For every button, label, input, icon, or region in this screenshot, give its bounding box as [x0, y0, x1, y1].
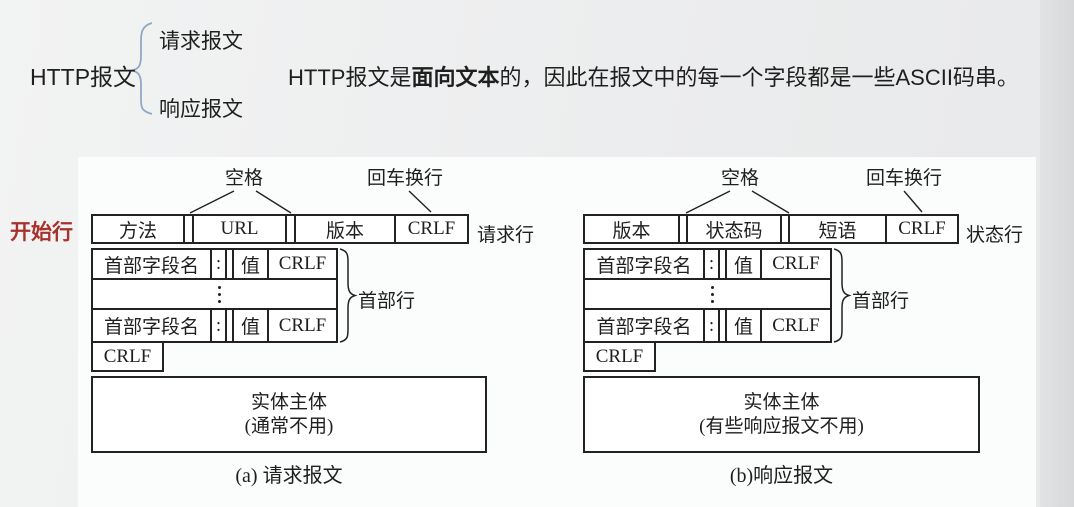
- space-gap-cell: [227, 250, 234, 278]
- value-cell: 值: [727, 310, 762, 341]
- crlf-cell: CRLF: [407, 218, 456, 239]
- status-code-cell: 状态码: [688, 216, 782, 242]
- vertical-ellipsis: [705, 280, 720, 308]
- colon-cell: :: [212, 310, 227, 341]
- crlf-cell: CRLF: [278, 253, 327, 274]
- sentence-post: 的，因此在报文中的每一个字段都是一些ASCII码串。: [499, 65, 1019, 90]
- value-cell: 值: [234, 250, 269, 278]
- ellipsis-row: [93, 280, 336, 310]
- branch-response-message: 响应报文: [159, 98, 243, 121]
- blank-line-crlf-box: CRLF: [91, 341, 164, 372]
- response-header-block: 首部字段名 : 值 CRLF 首部字段名 : 值 CRLF: [583, 248, 832, 343]
- space-gap-cell: [782, 216, 790, 242]
- space-gap-cell: [185, 216, 194, 242]
- crlf-cell: CRLF: [772, 253, 820, 274]
- version-cell: 版本: [585, 216, 680, 242]
- colon-cell: :: [705, 250, 720, 278]
- space-gap-cell: [287, 216, 296, 242]
- intro-sentence: HTTP报文是面向文本的，因此在报文中的每一个字段都是一些ASCII码串。: [288, 60, 1019, 92]
- header-line-row: 首部字段名 : 值 CRLF: [93, 310, 336, 341]
- slide-right-edge: [1040, 0, 1074, 507]
- entity-body-box: 实体主体 (通常不用): [91, 376, 487, 453]
- header-field-cell: 首部字段名: [93, 310, 212, 341]
- header-field-cell: 首部字段名: [585, 250, 705, 278]
- colon-cell: :: [705, 310, 720, 341]
- blank-line-crlf-box: CRLF: [583, 341, 656, 372]
- request-line-row: 方法 URL 版本 CRLF: [91, 214, 469, 244]
- entity-body-box: 实体主体 (有些响应报文不用): [583, 376, 980, 453]
- header-field-cell: 首部字段名: [93, 250, 212, 278]
- url-cell: URL: [194, 216, 287, 242]
- response-caption: (b)响应报文: [729, 465, 834, 487]
- sentence-pre: HTTP报文是: [288, 65, 412, 90]
- method-cell: 方法: [93, 216, 185, 242]
- vertical-ellipsis: [212, 280, 227, 308]
- header-field-cell: 首部字段名: [585, 310, 705, 341]
- crlf-cell: CRLF: [772, 314, 820, 336]
- request-header-block: 首部字段名 : 值 CRLF 首部字段名 : 值 CRLF: [91, 248, 338, 343]
- space-label: 空格: [721, 168, 760, 189]
- status-line-row: 版本 状态码 短语 CRLF: [583, 214, 959, 244]
- header-lines-label: 首部行: [852, 291, 910, 312]
- version-cell: 版本: [296, 216, 396, 242]
- header-line-row: 首部字段名 : 值 CRLF: [93, 250, 336, 280]
- space-gap-cell: [720, 250, 727, 278]
- space-gap-cell: [720, 310, 727, 341]
- value-cell: 值: [234, 310, 269, 341]
- crlf-cell: CRLF: [278, 314, 327, 336]
- sentence-bold: 面向文本: [411, 65, 500, 90]
- phrase-cell: 短语: [790, 216, 887, 242]
- crlf-pointer-label: 回车换行: [866, 168, 943, 189]
- ellipsis-row: [585, 280, 830, 310]
- header-line-row: 首部字段名 : 值 CRLF: [585, 250, 830, 280]
- entity-body-title: 实体主体: [743, 391, 820, 413]
- http-message-term: HTTP报文: [30, 64, 137, 90]
- crlf-cell: CRLF: [898, 218, 946, 239]
- value-cell: 值: [727, 250, 762, 278]
- branch-request-message: 请求报文: [159, 30, 243, 53]
- space-label: 空格: [225, 168, 264, 189]
- status-line-label: 状态行: [966, 225, 1024, 246]
- entity-body-note: (通常不用): [244, 415, 334, 437]
- header-line-row: 首部字段名 : 值 CRLF: [585, 310, 830, 341]
- start-line-label: 开始行: [10, 220, 73, 244]
- request-line-label: 请求行: [477, 225, 535, 246]
- space-gap-cell: [227, 310, 234, 341]
- header-lines-label: 首部行: [358, 291, 416, 312]
- crlf-pointer-label: 回车换行: [367, 168, 444, 189]
- entity-body-note: (有些响应报文不用): [699, 415, 864, 437]
- request-caption: (a) 请求报文: [235, 465, 343, 487]
- entity-body-title: 实体主体: [250, 391, 327, 413]
- colon-cell: :: [212, 250, 227, 278]
- space-gap-cell: [680, 216, 688, 242]
